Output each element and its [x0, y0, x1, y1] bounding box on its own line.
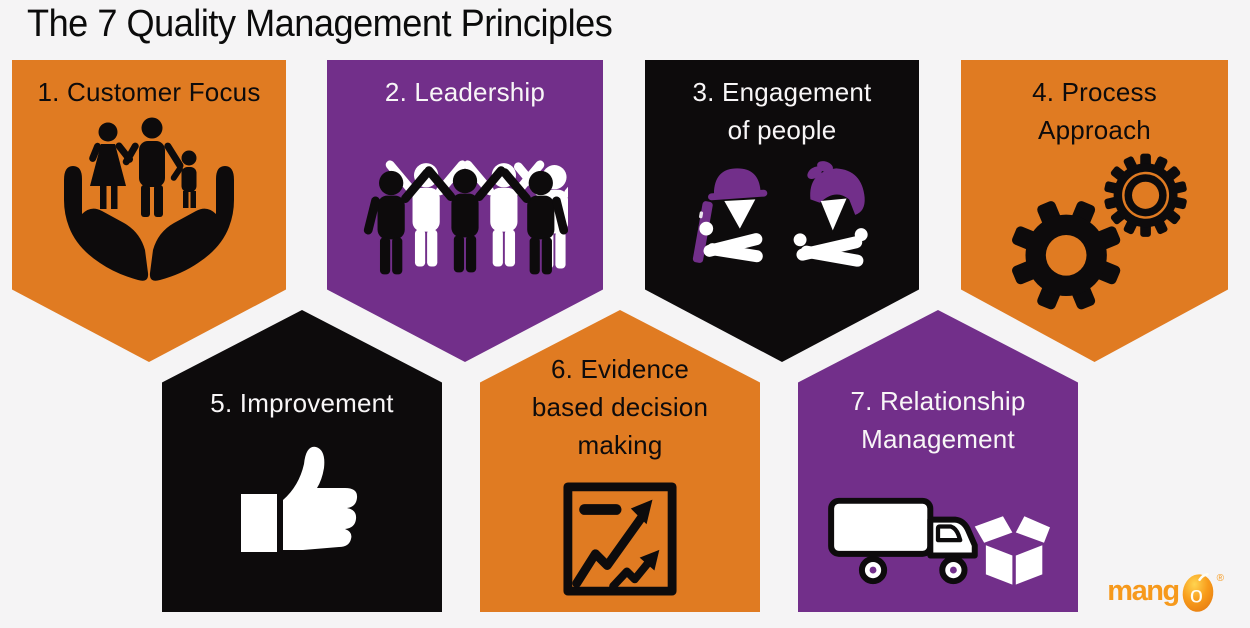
principle-banner-process: 4. Process Approach	[961, 60, 1228, 362]
page-title: The 7 Quality Management Principles	[27, 3, 613, 45]
thumbs-up-icon	[233, 430, 371, 556]
principle-label: 2. Leadership	[384, 77, 546, 107]
mango-fruit-icon: o	[1182, 573, 1213, 612]
principle-label: 5. Improvement	[210, 388, 394, 418]
principle-banner-evidence: 6. Evidence based decision making	[480, 310, 760, 612]
principle-banner-engagement: 3. Engagement of people	[645, 60, 919, 362]
principle-banner-leadership: 2. Leadership	[327, 60, 603, 362]
leadership-group-icon	[362, 150, 568, 284]
two-workers-icon	[683, 158, 881, 282]
principle-label: 1. Customer Focus	[37, 77, 261, 107]
family-in-hands-icon	[59, 116, 239, 288]
principle-banner-customer-focus: 1. Customer Focus	[12, 60, 286, 362]
logo-text: mang	[1107, 575, 1180, 607]
principle-label: 4. Process Approach	[1032, 77, 1157, 145]
mango-logo: mang o ®	[1107, 569, 1224, 614]
registered-mark: ®	[1216, 573, 1224, 584]
principle-banner-improvement: 5. Improvement	[162, 310, 442, 612]
svg-text:o: o	[1190, 581, 1203, 607]
gears-icon	[1010, 152, 1194, 316]
truck-and-box-icon	[826, 494, 1050, 588]
principle-label: 6. Evidence based decision making	[531, 354, 709, 460]
principle-label: 3. Engagement of people	[692, 77, 872, 145]
principle-label: 7. Relationship Management	[850, 386, 1026, 454]
principle-banner-relationship: 7. Relationship Management	[798, 310, 1078, 612]
growth-chart-icon	[561, 480, 679, 598]
